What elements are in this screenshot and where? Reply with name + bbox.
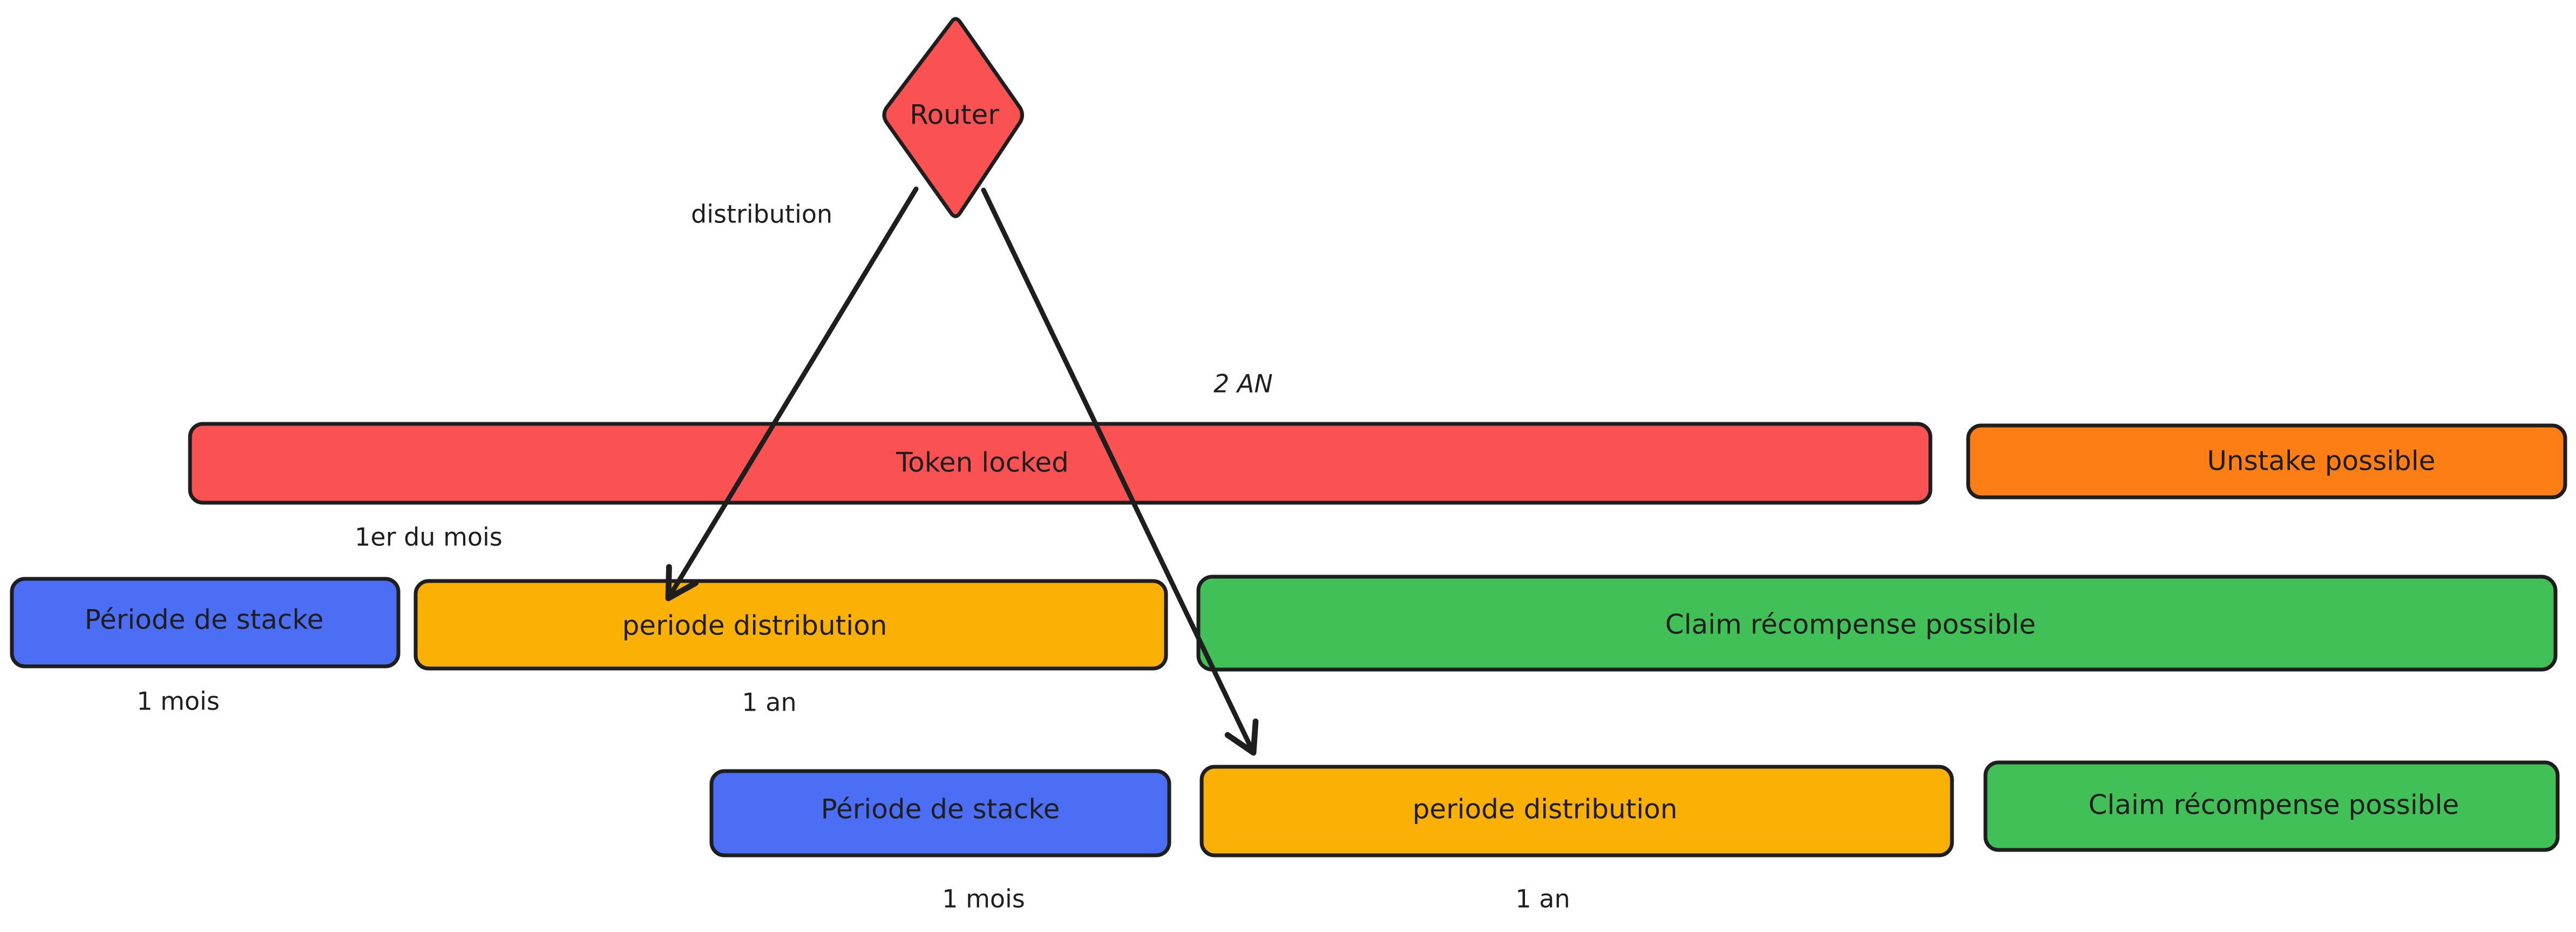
row2-distribution-label: periode distribution <box>622 610 887 641</box>
row2-distribution-duration: 1 an <box>742 688 796 717</box>
arrow-router-to-row2-distribution <box>665 186 919 602</box>
total-duration-annotation: 2 AN <box>1214 369 1273 399</box>
unstake-box <box>1966 423 2567 499</box>
router-node: Router <box>882 17 1024 218</box>
token-locked-block: Token locked <box>188 422 1933 505</box>
token-locked-label: Token locked <box>896 447 1069 478</box>
row2-stake-label: Période de stacke <box>85 604 324 636</box>
row3-distribution-label: periode distribution <box>1413 794 1678 825</box>
row2-claim-block: Claim récompense possible <box>1196 575 2558 672</box>
row2-claim-box <box>1196 575 2558 672</box>
row2-stake-box <box>10 577 401 668</box>
row3-stake-label: Période de stacke <box>821 794 1060 825</box>
row3-stake-duration: 1 mois <box>942 884 1025 914</box>
row2-claim-label: Claim récompense possible <box>1665 609 2036 640</box>
row2-stake-block: Période de stacke <box>10 577 401 668</box>
first-of-month-annotation: 1er du mois <box>355 523 503 552</box>
row3-stake-block: Période de stacke <box>709 769 1171 857</box>
row2-distribution-box <box>413 579 1168 671</box>
row2-stake-duration: 1 mois <box>137 687 220 716</box>
unstake-block: Unstake possible <box>1966 423 2567 499</box>
row2-distribution-block: periode distribution <box>413 579 1168 671</box>
router-diamond <box>882 17 1024 218</box>
arrow-router-to-row3-distribution <box>981 187 1259 756</box>
row3-claim-block: Claim récompense possible <box>1983 760 2560 852</box>
row3-claim-label: Claim récompense possible <box>2089 789 2459 821</box>
router-label: Router <box>910 99 999 131</box>
row3-distribution-box <box>1199 765 1954 857</box>
unstake-label: Unstake possible <box>2207 445 2435 477</box>
row3-stake-box <box>709 769 1171 857</box>
row3-distribution-block: periode distribution <box>1199 765 1954 857</box>
row3-distribution-duration: 1 an <box>1515 884 1570 914</box>
token-locked-box <box>188 422 1933 505</box>
distribution-annotation: distribution <box>691 200 832 229</box>
row3-claim-box <box>1983 760 2560 852</box>
